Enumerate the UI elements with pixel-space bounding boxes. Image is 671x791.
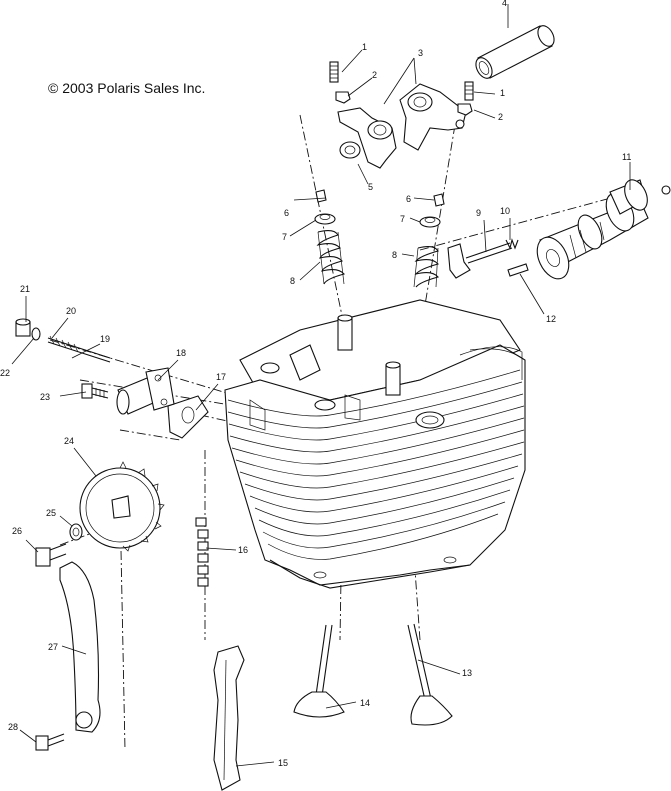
- rocker-arm-left: [337, 107, 397, 169]
- camshaft-pin: [507, 263, 529, 277]
- cylinder-head: [224, 299, 526, 589]
- tensioner-o-ring: [31, 327, 41, 341]
- leader-lines: [11, 4, 631, 767]
- callout-25: 25: [46, 508, 56, 518]
- decompression-spring: [505, 238, 519, 250]
- callout-27: 27: [48, 642, 58, 652]
- cam-chain: [195, 517, 209, 587]
- valve-spring-right: [413, 245, 439, 288]
- callout-3: 3: [418, 48, 423, 58]
- callout-15: 15: [278, 758, 288, 768]
- callout-10: 10: [500, 206, 510, 216]
- locknut-right: [457, 103, 473, 116]
- callout-12: 12: [546, 314, 556, 324]
- callout-21: 21: [20, 284, 30, 294]
- callout-23: 23: [40, 392, 50, 402]
- callout-5: 5: [368, 182, 373, 192]
- callout-1-right: 1: [500, 88, 505, 98]
- callout-4: 4: [502, 0, 507, 8]
- chain-guide: [213, 645, 245, 791]
- callout-6-right: 6: [406, 194, 411, 204]
- decompression-lever: [447, 242, 513, 279]
- callout-2-left: 2: [372, 70, 377, 80]
- sprocket-bolt: [35, 543, 67, 567]
- callout-13: 13: [462, 668, 472, 678]
- callout-7-left: 7: [282, 232, 287, 242]
- rocker-shaft: [475, 25, 555, 79]
- callout-24: 24: [64, 436, 74, 446]
- callout-8-right: 8: [392, 250, 397, 260]
- callout-16: 16: [238, 545, 248, 555]
- callout-14: 14: [360, 698, 370, 708]
- sprocket-washer: [69, 523, 83, 541]
- callout-7-right: 7: [400, 214, 405, 224]
- camshaft: [536, 179, 671, 280]
- callout-17: 17: [216, 372, 226, 382]
- locknut-left: [335, 91, 351, 104]
- exhaust-valve: [407, 623, 453, 726]
- spring-retainer-right: [419, 216, 441, 228]
- callout-6-left: 6: [284, 208, 289, 218]
- valve-keeper-left: [315, 189, 327, 203]
- tensioner-spring: [49, 335, 79, 353]
- callout-11: 11: [622, 152, 631, 162]
- adjuster-screw-right: [464, 81, 474, 101]
- callout-1-left: 1: [362, 42, 367, 52]
- adjuster-screw-left: [329, 61, 339, 83]
- rocker-arm-right: [399, 83, 467, 151]
- spring-retainer-left: [314, 213, 336, 225]
- valve-spring-left: [316, 229, 345, 285]
- callout-20: 20: [66, 306, 76, 316]
- rocker-washer: [339, 141, 361, 159]
- callout-18: 18: [176, 348, 186, 358]
- cam-sprocket: [79, 461, 165, 552]
- tensioner-blade: [59, 561, 101, 733]
- copyright-notice: © 2003 Polaris Sales Inc.: [48, 80, 206, 96]
- blade-bolt: [35, 733, 65, 751]
- callout-22: 22: [0, 368, 10, 378]
- tensioner-gasket: [167, 395, 209, 439]
- chain-tensioner: [116, 367, 175, 415]
- callout-8-left: 8: [290, 276, 295, 286]
- tensioner-cap-bolt: [15, 318, 31, 337]
- intake-valve: [293, 624, 345, 718]
- callout-19: 19: [100, 334, 110, 344]
- callout-28: 28: [8, 722, 18, 732]
- tensioner-bolt: [81, 383, 109, 399]
- callout-2-right: 2: [498, 112, 503, 122]
- valve-keeper-right: [433, 193, 445, 207]
- tensioner-rod: [47, 337, 111, 363]
- callout-labels: 1 1 2 2 3 4 5 6 6 7 7 8 8 9 10 11 12 13 …: [0, 0, 631, 768]
- callout-9: 9: [476, 208, 481, 218]
- callout-26: 26: [12, 526, 22, 536]
